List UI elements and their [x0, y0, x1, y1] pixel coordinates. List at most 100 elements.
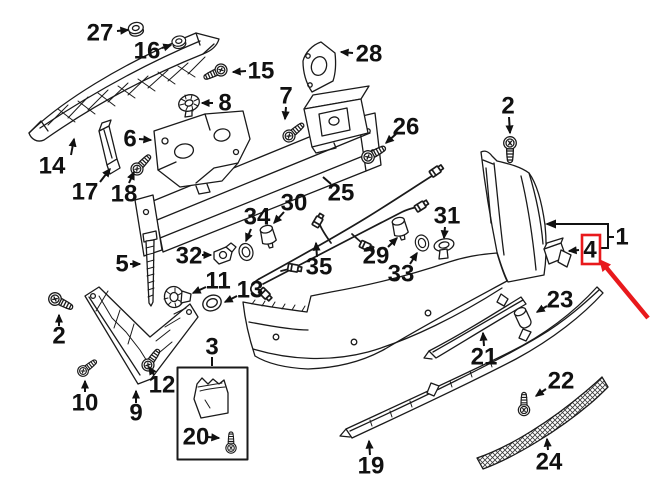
part-number-32: 32: [176, 243, 203, 270]
callout-17: 17: [72, 167, 111, 206]
part-hitch-bracket: [303, 85, 370, 154]
part-number-24: 24: [536, 449, 563, 476]
part-33-sensor-ring: [412, 232, 432, 254]
part-number-28: 28: [356, 41, 383, 68]
part-number-33: 33: [388, 261, 415, 288]
callout-28: 28: [339, 41, 383, 68]
callout-21: 21: [471, 331, 498, 371]
callout-9: 9: [129, 389, 143, 427]
callout-leader-34: [245, 228, 253, 243]
callout-4: 4: [567, 237, 597, 264]
part-number-21: 21: [471, 344, 498, 371]
part-number-16: 16: [134, 38, 161, 65]
part-number-6: 6: [123, 126, 136, 153]
part-number-7: 7: [279, 83, 292, 110]
part-number-13: 13: [237, 277, 264, 304]
part-21-trim-strip: [423, 293, 527, 360]
callout-leader-16: [161, 43, 173, 52]
part-number-15: 15: [248, 58, 275, 85]
highlight-box: [580, 233, 602, 266]
part-8-grommet: [178, 94, 200, 118]
part-number-12: 12: [149, 372, 176, 399]
part-34-sensor-ring: [236, 241, 256, 263]
callout-7: 7: [279, 83, 293, 121]
part-10-screw: [74, 355, 100, 380]
callout-5: 5: [115, 251, 142, 278]
part-14-absorber-rail: [28, 32, 220, 142]
part-29-park-sensor: [389, 215, 411, 242]
part-2-screw-top: [503, 136, 517, 164]
part-13-ring: [199, 291, 225, 315]
part-3-hardware-kit-box: [176, 366, 249, 461]
callout-31: 31: [434, 203, 461, 240]
callout-26: 26: [384, 114, 419, 144]
highlight-part-4: [580, 233, 650, 320]
callout-2-bottom: 2: [52, 313, 66, 350]
part-6-bracket: [153, 110, 251, 195]
part-11-grommet: [163, 285, 192, 309]
part-number-5: 5: [115, 251, 128, 278]
part-24-mesh-grille: [476, 376, 609, 470]
part-number-14: 14: [39, 153, 66, 180]
part-1-bumper-cover-corner: [480, 150, 547, 283]
highlight-arrow-line: [603, 264, 650, 320]
callout-leader-33: [409, 251, 418, 265]
part-number-20: 20: [183, 424, 210, 451]
part-number-29: 29: [363, 243, 390, 270]
callout-leader-29: [387, 237, 398, 248]
callout-25: 25: [322, 176, 354, 207]
callout-30: 30: [273, 190, 307, 224]
callout-leader-24: [543, 437, 552, 451]
part-number-35: 35: [306, 254, 333, 281]
callout-16: 16: [134, 38, 173, 65]
callout-leader-19: [365, 439, 374, 456]
part-19-lower-trim: [339, 286, 604, 439]
part-number-1: 1: [615, 224, 628, 251]
callout-24: 24: [536, 437, 563, 476]
callout-leader-14: [68, 137, 77, 156]
part-number-19: 19: [358, 453, 385, 480]
callout-8: 8: [200, 90, 232, 117]
callout-35: 35: [306, 241, 333, 281]
part-drawings-layer: [28, 20, 609, 470]
part-22-screw: [517, 391, 531, 417]
callout-20: 20: [183, 424, 221, 451]
callout-leader-27: [116, 26, 130, 35]
callout-leader-35: [312, 241, 321, 258]
callout-leader-7: [281, 106, 290, 121]
part-28-gasket: [302, 41, 337, 93]
part-number-34: 34: [244, 204, 271, 231]
callout-29: 29: [363, 237, 398, 270]
callout-34: 34: [244, 204, 271, 243]
part-number-23: 23: [547, 287, 574, 314]
part-number-10: 10: [72, 390, 99, 417]
highlight-arrow-head: [599, 259, 611, 272]
callout-leader-13: [223, 294, 238, 303]
part-number-3: 3: [205, 334, 218, 361]
callout-leader-25: [322, 176, 332, 185]
callout-leader-23: [535, 304, 548, 313]
callout-leader-31: [440, 226, 449, 240]
callout-32: 32: [176, 243, 213, 270]
callout-leader-6: [138, 135, 153, 144]
callout-19: 19: [358, 439, 385, 480]
bracket-line-part-1: [547, 223, 609, 249]
callout-13: 13: [223, 277, 264, 304]
callout-leader-18: [127, 170, 135, 184]
part-number-2-bottom: 2: [52, 323, 65, 350]
part-number-31: 31: [434, 203, 461, 230]
part-number-27: 27: [87, 20, 114, 47]
callout-6: 6: [123, 126, 153, 153]
part-number-11: 11: [205, 268, 230, 295]
callout-22: 22: [534, 368, 575, 397]
part-number-2-top: 2: [501, 93, 514, 120]
callout-leader-15: [231, 67, 247, 76]
part-number-22: 22: [548, 368, 575, 395]
part-number-17: 17: [72, 179, 99, 206]
part-31-clip: [433, 238, 455, 260]
callout-15: 15: [231, 58, 275, 85]
callout-leader-22: [534, 388, 547, 397]
callout-1: 1: [615, 224, 628, 251]
